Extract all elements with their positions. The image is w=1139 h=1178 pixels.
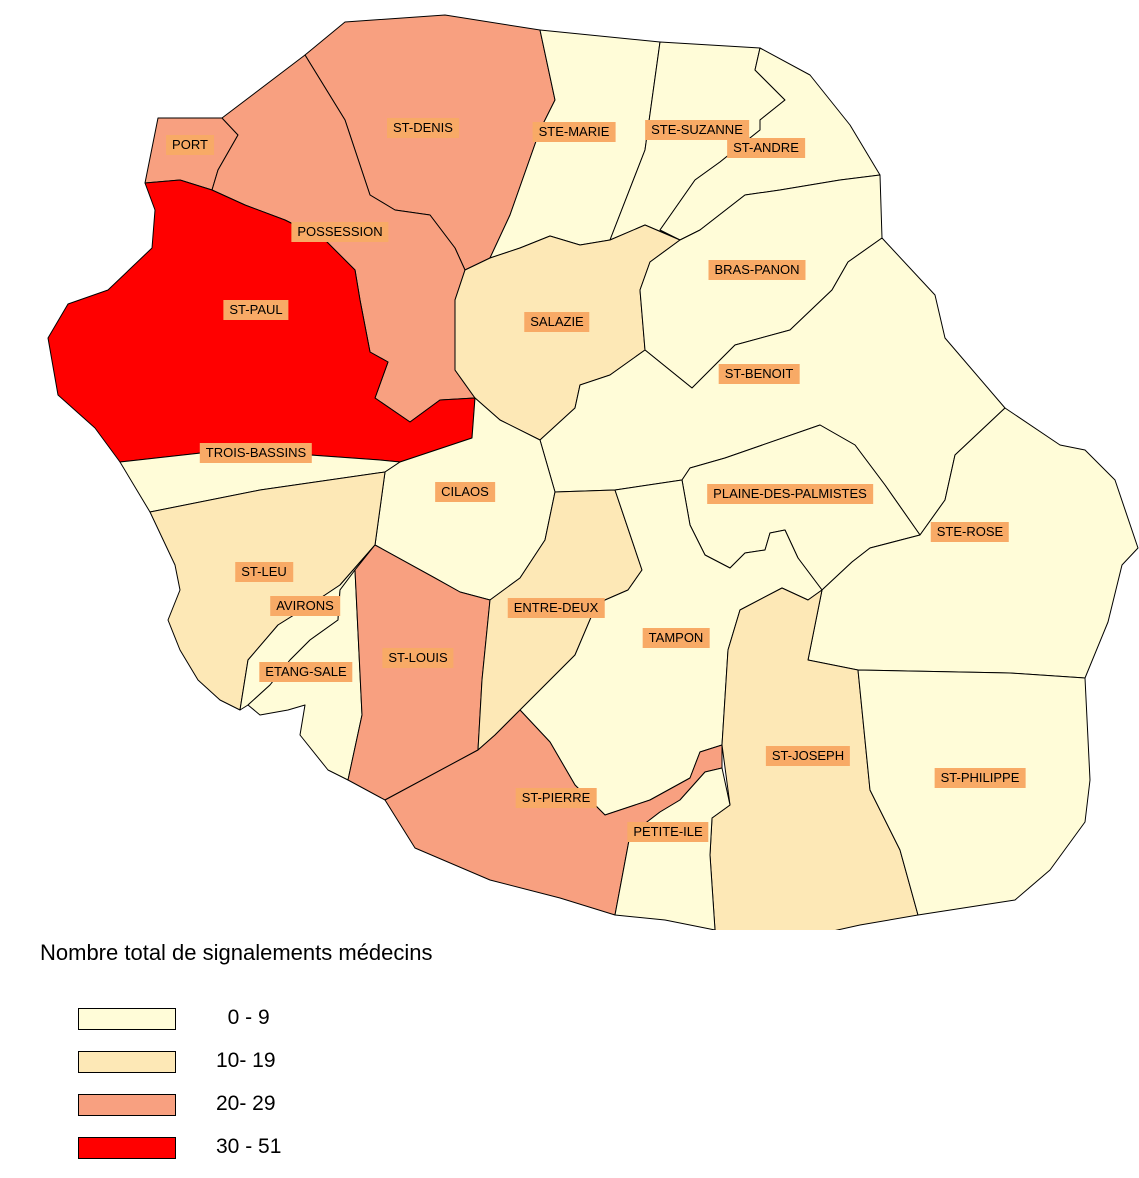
commune-label-entre-deux: ENTRE-DEUX [507, 598, 605, 618]
commune-label-bras-panon: BRAS-PANON [708, 260, 806, 280]
commune-petite-ile [614, 767, 731, 930]
legend-swatch [78, 1094, 176, 1116]
commune-label-st-pierre: ST-PIERRE [515, 788, 597, 808]
legend-swatch [78, 1137, 176, 1159]
commune-label-ste-suzanne: STE-SUZANNE [645, 120, 749, 140]
commune-label-st-denis: ST-DENIS [387, 118, 459, 138]
commune-label-plaine-des-palmistes: PLAINE-DES-PALMISTES [707, 484, 873, 504]
commune-map [47, 14, 1139, 930]
commune-label-trois-bassins: TROIS-BASSINS [199, 443, 313, 463]
commune-label-avirons: AVIRONS [270, 596, 340, 616]
commune-label-st-philippe: ST-PHILIPPE [934, 768, 1026, 788]
legend-label: 30 - 51 [216, 1135, 282, 1158]
commune-label-possession: POSSESSION [291, 222, 389, 242]
legend-item: 10- 19 [78, 1049, 378, 1073]
commune-label-ste-rose: STE-ROSE [930, 522, 1010, 542]
commune-label-ste-marie: STE-MARIE [532, 122, 616, 142]
legend-swatch [78, 1051, 176, 1073]
legend-item: 20- 29 [78, 1092, 378, 1116]
commune-label-salazie: SALAZIE [524, 312, 590, 332]
commune-label-tampon: TAMPON [642, 628, 710, 648]
legend-item: 30 - 51 [78, 1135, 378, 1159]
commune-label-petite-ile: PETITE-ILE [627, 822, 709, 842]
commune-label-st-louis: ST-LOUIS [382, 648, 454, 668]
commune-st-pierre [384, 709, 723, 916]
commune-label-st-joseph: ST-JOSEPH [765, 746, 851, 766]
commune-label-st-benoit: ST-BENOIT [718, 364, 800, 384]
commune-label-st-leu: ST-LEU [235, 562, 293, 582]
commune-label-etang-sale: ETANG-SALE [259, 662, 353, 682]
commune-label-st-andre: ST-ANDRE [727, 138, 805, 158]
commune-label-cilaos: CILAOS [435, 482, 495, 502]
legend-title: Nombre total de signalements médecins [40, 940, 433, 965]
legend-item: 0 - 9 [78, 1006, 378, 1030]
legend-swatch [78, 1008, 176, 1030]
commune-st-philippe [857, 669, 1091, 916]
legend-label: 0 - 9 [216, 1006, 270, 1029]
legend-label: 20- 29 [216, 1092, 276, 1115]
commune-label-port: PORT [166, 135, 214, 155]
commune-label-st-paul: ST-PAUL [223, 300, 289, 320]
legend-label: 10- 19 [216, 1049, 276, 1072]
